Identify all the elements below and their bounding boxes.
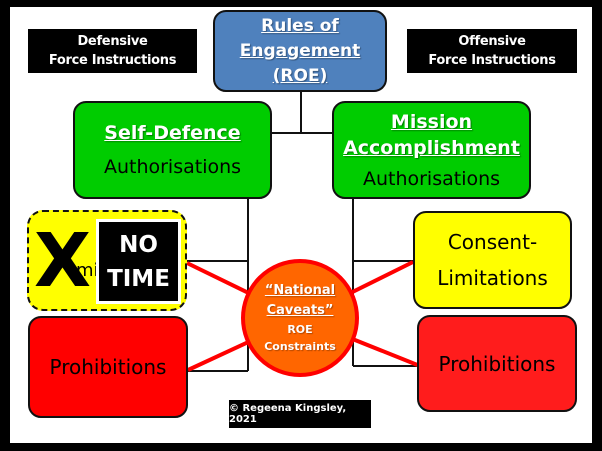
caveats-line2: Caveats” — [266, 303, 334, 318]
right-consent-node: Consent- Limitations — [413, 211, 572, 309]
no-time-line1: NO — [119, 231, 158, 258]
mission-node: Mission Accomplishment Authorisations — [332, 101, 531, 199]
roe-node: Rules of Engagement (ROE) — [213, 10, 387, 92]
offensive-label-line2: Force Instructions — [428, 53, 556, 68]
offensive-label: Offensive Force Instructions — [407, 29, 577, 73]
roe-line3: (ROE) — [272, 65, 328, 86]
national-caveats-circle: “National Caveats” ROE Constraints — [241, 259, 359, 377]
right-prohibitions-node: Prohibitions — [417, 315, 577, 412]
left-prohibitions-label: Prohibitions — [49, 355, 167, 379]
caveats-line1: “National — [264, 283, 336, 298]
copyright-text: © Regeena Kingsley, 2021 — [229, 403, 347, 425]
mission-heading-line2: Accomplishment — [343, 136, 520, 159]
defensive-label-line1: Defensive — [77, 34, 148, 49]
no-time-line2: TIME — [107, 265, 170, 292]
cross-mark-icon: X — [34, 218, 92, 304]
roe-line2: Engagement — [239, 40, 361, 61]
left-prohibitions-node: Prohibitions — [28, 316, 188, 418]
mission-heading-line1: Mission — [390, 110, 473, 133]
right-prohibitions-label: Prohibitions — [438, 351, 556, 376]
caveats-line3: ROE — [287, 323, 313, 336]
mission-subheading: Authorisations — [362, 167, 501, 190]
self-defence-heading: Self-Defence — [104, 122, 241, 144]
defensive-label: Defensive Force Instructions — [28, 29, 197, 73]
consent-line1: Consent- — [447, 230, 538, 254]
consent-line2: Limitations — [437, 266, 548, 290]
no-time-overlay: NO TIME — [96, 219, 181, 304]
offensive-label-line1: Offensive — [458, 34, 526, 49]
defensive-label-line2: Force Instructions — [48, 53, 177, 68]
self-defence-node: Self-Defence Authorisations — [73, 101, 272, 199]
roe-line1: Rules of — [261, 15, 339, 36]
caveats-line4: Constraints — [264, 340, 336, 353]
copyright-label: © Regeena Kingsley, 2021 — [229, 400, 371, 428]
left-limitations-node: X mit NO TIME — [27, 210, 187, 311]
self-defence-subheading: Authorisations — [103, 156, 242, 178]
